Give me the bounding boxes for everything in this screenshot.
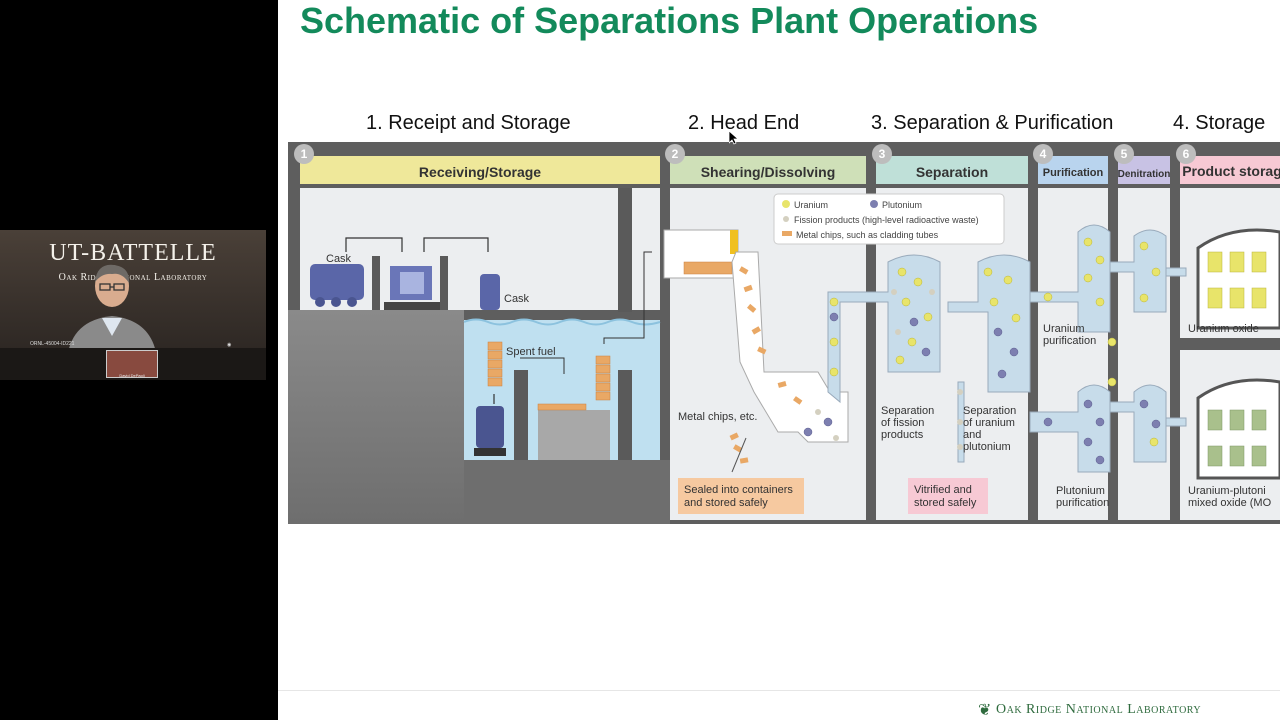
svg-text:Plutonium: Plutonium bbox=[1056, 485, 1105, 497]
cask-label-right: Cask bbox=[504, 293, 530, 305]
stage-heading-storage: 4. Storage bbox=[1173, 112, 1266, 134]
svg-text:and: and bbox=[963, 429, 981, 441]
step2-header bbox=[670, 156, 866, 184]
plutonium-icon bbox=[870, 200, 878, 208]
svg-text:plutonium: plutonium bbox=[963, 441, 1011, 453]
ornl-subtitle: Oak Ridge National Laboratory bbox=[58, 272, 208, 283]
ornl-footer-text: Oak Ridge National Laboratory bbox=[996, 702, 1202, 717]
presentation-slide: Schematic of Separations Plant Operation… bbox=[278, 0, 1280, 720]
mouse-cursor-icon bbox=[729, 131, 739, 145]
metal-chips-label: Metal chips, etc. bbox=[678, 411, 757, 423]
cask-left-icon bbox=[310, 264, 364, 300]
step3-label: Separation bbox=[916, 164, 988, 180]
svg-text:products: products bbox=[881, 429, 924, 441]
step5-label: Denitration bbox=[1118, 169, 1171, 180]
step4-badge bbox=[1033, 144, 1053, 164]
step2-label: Shearing/Dissolving bbox=[701, 164, 836, 180]
step3-header bbox=[876, 156, 1028, 184]
svg-text:Sealed into containers: Sealed into containers bbox=[684, 484, 793, 496]
step1-badge bbox=[294, 144, 314, 164]
step6-badge bbox=[1176, 144, 1196, 164]
video-panel: UT-BATTELLE Oak Ridge National Laborator… bbox=[0, 0, 278, 720]
step1-header bbox=[300, 156, 660, 184]
spent-fuel-label: Spent fuel bbox=[506, 346, 556, 358]
feed-status-icon: ◉ bbox=[227, 342, 232, 348]
separations-plant-diagram: Receiving/Storage Shearing/Dissolving Se… bbox=[288, 142, 1280, 524]
svg-text:and stored safely: and stored safely bbox=[684, 497, 768, 509]
svg-text:Uranium: Uranium bbox=[1043, 323, 1085, 335]
svg-text:Separation: Separation bbox=[963, 405, 1016, 417]
oak-leaf-icon: ❦ bbox=[978, 702, 992, 719]
svg-text:of uranium: of uranium bbox=[963, 417, 1015, 429]
step6-label: Product storag bbox=[1182, 163, 1280, 179]
storage-rack bbox=[538, 410, 610, 460]
svg-text:of fission: of fission bbox=[881, 417, 924, 429]
cask-label-left: Cask bbox=[326, 253, 352, 265]
svg-text:Separation: Separation bbox=[881, 405, 934, 417]
thumbnail-label: David DePaoli bbox=[119, 373, 145, 378]
footer-divider bbox=[278, 690, 1280, 691]
svg-text:Vitrified and: Vitrified and bbox=[914, 484, 972, 496]
svg-text:6: 6 bbox=[1183, 147, 1190, 161]
uranium-particles bbox=[829, 237, 1161, 447]
step1-label: Receiving/Storage bbox=[419, 164, 541, 180]
stage-heading-separation: 3. Separation & Purification bbox=[871, 112, 1114, 134]
svg-text:stored safely: stored safely bbox=[914, 497, 977, 509]
svg-text:2: 2 bbox=[672, 147, 679, 161]
fuel-bundle-icon bbox=[683, 261, 733, 275]
fission-particles bbox=[815, 289, 963, 450]
pool-floor bbox=[464, 460, 670, 524]
transfer-cask-icon bbox=[476, 406, 504, 448]
step6-header bbox=[1180, 156, 1280, 184]
legend-metal-chips: Metal chips, such as cladding tubes bbox=[796, 230, 939, 240]
svg-text:purification: purification bbox=[1043, 335, 1096, 347]
step4-label: Purification bbox=[1043, 167, 1104, 179]
legend-fission: Fission products (high-level radioactive… bbox=[794, 215, 979, 225]
feed-id-label: ORNL-45004-ID221 bbox=[30, 341, 75, 347]
vitrified-box bbox=[908, 478, 988, 514]
uranium-oxide-vault bbox=[1196, 228, 1280, 330]
step2-badge bbox=[665, 144, 685, 164]
svg-text:5: 5 bbox=[1121, 147, 1128, 161]
ground bbox=[288, 310, 464, 524]
metal-chips-icon bbox=[782, 231, 792, 236]
ornl-footer-logo: ❦ Oak Ridge National Laboratory bbox=[978, 702, 1202, 719]
stage-heading-receipt: 1. Receipt and Storage bbox=[366, 112, 571, 134]
svg-text:mixed oxide (MO: mixed oxide (MO bbox=[1188, 497, 1272, 509]
legend-box bbox=[773, 193, 1005, 245]
svg-text:1: 1 bbox=[301, 147, 308, 161]
step5-badge bbox=[1114, 144, 1134, 164]
svg-text:purification: purification bbox=[1056, 497, 1109, 509]
legend-uranium: Uranium bbox=[794, 200, 828, 210]
dissolver-chute bbox=[731, 251, 849, 443]
stage-heading-head-end: 2. Head End bbox=[688, 112, 800, 134]
cask-right-icon bbox=[480, 274, 500, 310]
step3-badge bbox=[872, 144, 892, 164]
slide-title: Schematic of Separations Plant Operation… bbox=[300, 0, 1039, 41]
uranium-oxide-canisters bbox=[1207, 251, 1267, 309]
ut-battelle-logo: UT-BATTELLE bbox=[49, 240, 217, 266]
mox-canisters bbox=[1207, 409, 1267, 467]
svg-text:3: 3 bbox=[879, 147, 886, 161]
svg-text:Uranium-plutoni: Uranium-plutoni bbox=[1188, 485, 1266, 497]
uranium-icon bbox=[782, 200, 790, 208]
plutonium-particles bbox=[803, 312, 1161, 465]
sealed-containers-box bbox=[678, 478, 804, 514]
presenter-video-feed[interactable]: UT-BATTELLE Oak Ridge National Laborator… bbox=[0, 230, 266, 380]
presenter bbox=[67, 264, 157, 358]
fission-products-icon bbox=[783, 216, 789, 222]
audience-thumbnail[interactable]: David DePaoli bbox=[106, 350, 158, 378]
uranium-oxide-label: Uranium oxide bbox=[1188, 323, 1259, 335]
legend-plutonium: Plutonium bbox=[882, 200, 922, 210]
svg-text:4: 4 bbox=[1040, 147, 1047, 161]
